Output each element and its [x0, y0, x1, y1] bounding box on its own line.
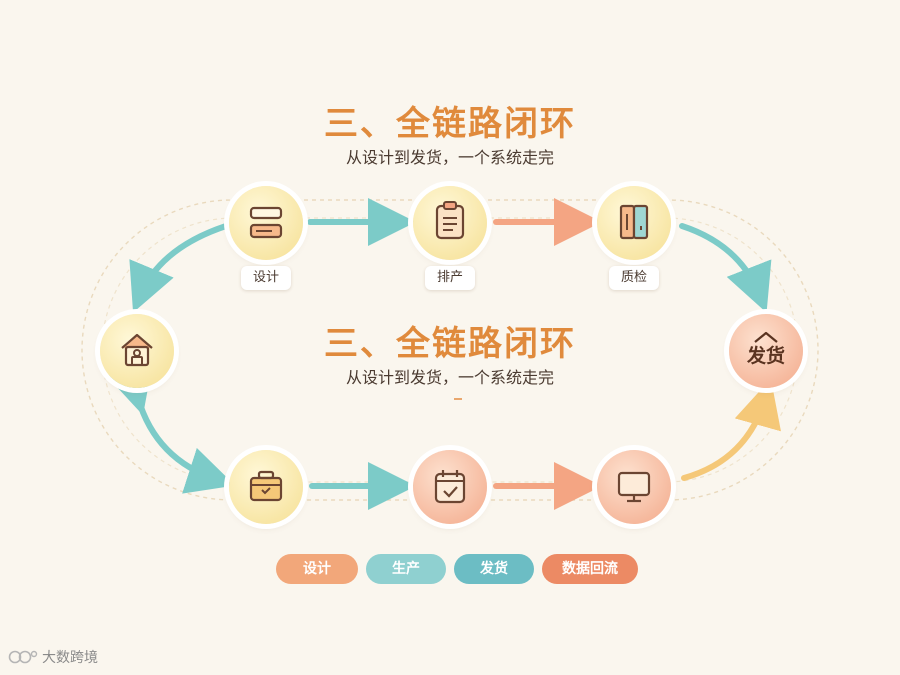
book-panel-icon [619, 204, 649, 240]
legend-production-label: 生产 [392, 561, 420, 577]
node-inspect-label: 质检 [609, 266, 659, 290]
node-design[interactable] [229, 186, 303, 260]
legend-design: 设计 [276, 554, 358, 584]
node-warehouse[interactable] [100, 314, 174, 388]
storehouse-icon [121, 333, 153, 367]
layout-blocks-icon [249, 206, 283, 239]
box-check-icon [249, 470, 283, 502]
calendar-check-icon [434, 470, 466, 504]
watermark-text: 大数跨境 [42, 650, 98, 666]
legend-shipping-label: 发货 [480, 561, 508, 577]
node-schedule[interactable] [413, 186, 487, 260]
node-schedule-label: 排产 [425, 266, 475, 290]
arrow-monitor-to-ship [681, 378, 781, 481]
legend-data-return: 数据回流 [542, 554, 638, 584]
node-design-label: 设计 [241, 266, 291, 290]
node-monitor[interactable] [597, 450, 671, 524]
node-packing[interactable] [229, 450, 303, 524]
page-subtitle: 从设计到发货，一个系统走完 [345, 148, 554, 167]
legend-design-label: 设计 [303, 561, 331, 577]
house-roof-icon [754, 331, 778, 343]
center-dash [454, 398, 462, 400]
node-ship[interactable]: 发货 [729, 314, 803, 388]
node-ship-text: 发货 [746, 345, 785, 367]
node-inspect[interactable] [597, 186, 671, 260]
page-title: 三、全链路闭环 [324, 104, 576, 144]
brand-logo-icon [8, 650, 38, 664]
monitor-icon [617, 471, 651, 503]
clipboard-icon [435, 201, 465, 240]
node-calendar[interactable] [413, 450, 487, 524]
arrow-design-to-warehouse [129, 223, 229, 313]
center-title: 三、全链路闭环 [324, 324, 576, 364]
center-subtitle: 从设计到发货，一个系统走完 [345, 368, 554, 387]
legend-production: 生产 [366, 554, 446, 584]
legend-data-return-label: 数据回流 [562, 561, 618, 577]
arrow-inspect-to-ship [679, 223, 772, 313]
watermark: 大数跨境 [8, 646, 98, 668]
legend-shipping: 发货 [454, 554, 534, 584]
arrow-warehouse-to-packing [106, 362, 236, 494]
